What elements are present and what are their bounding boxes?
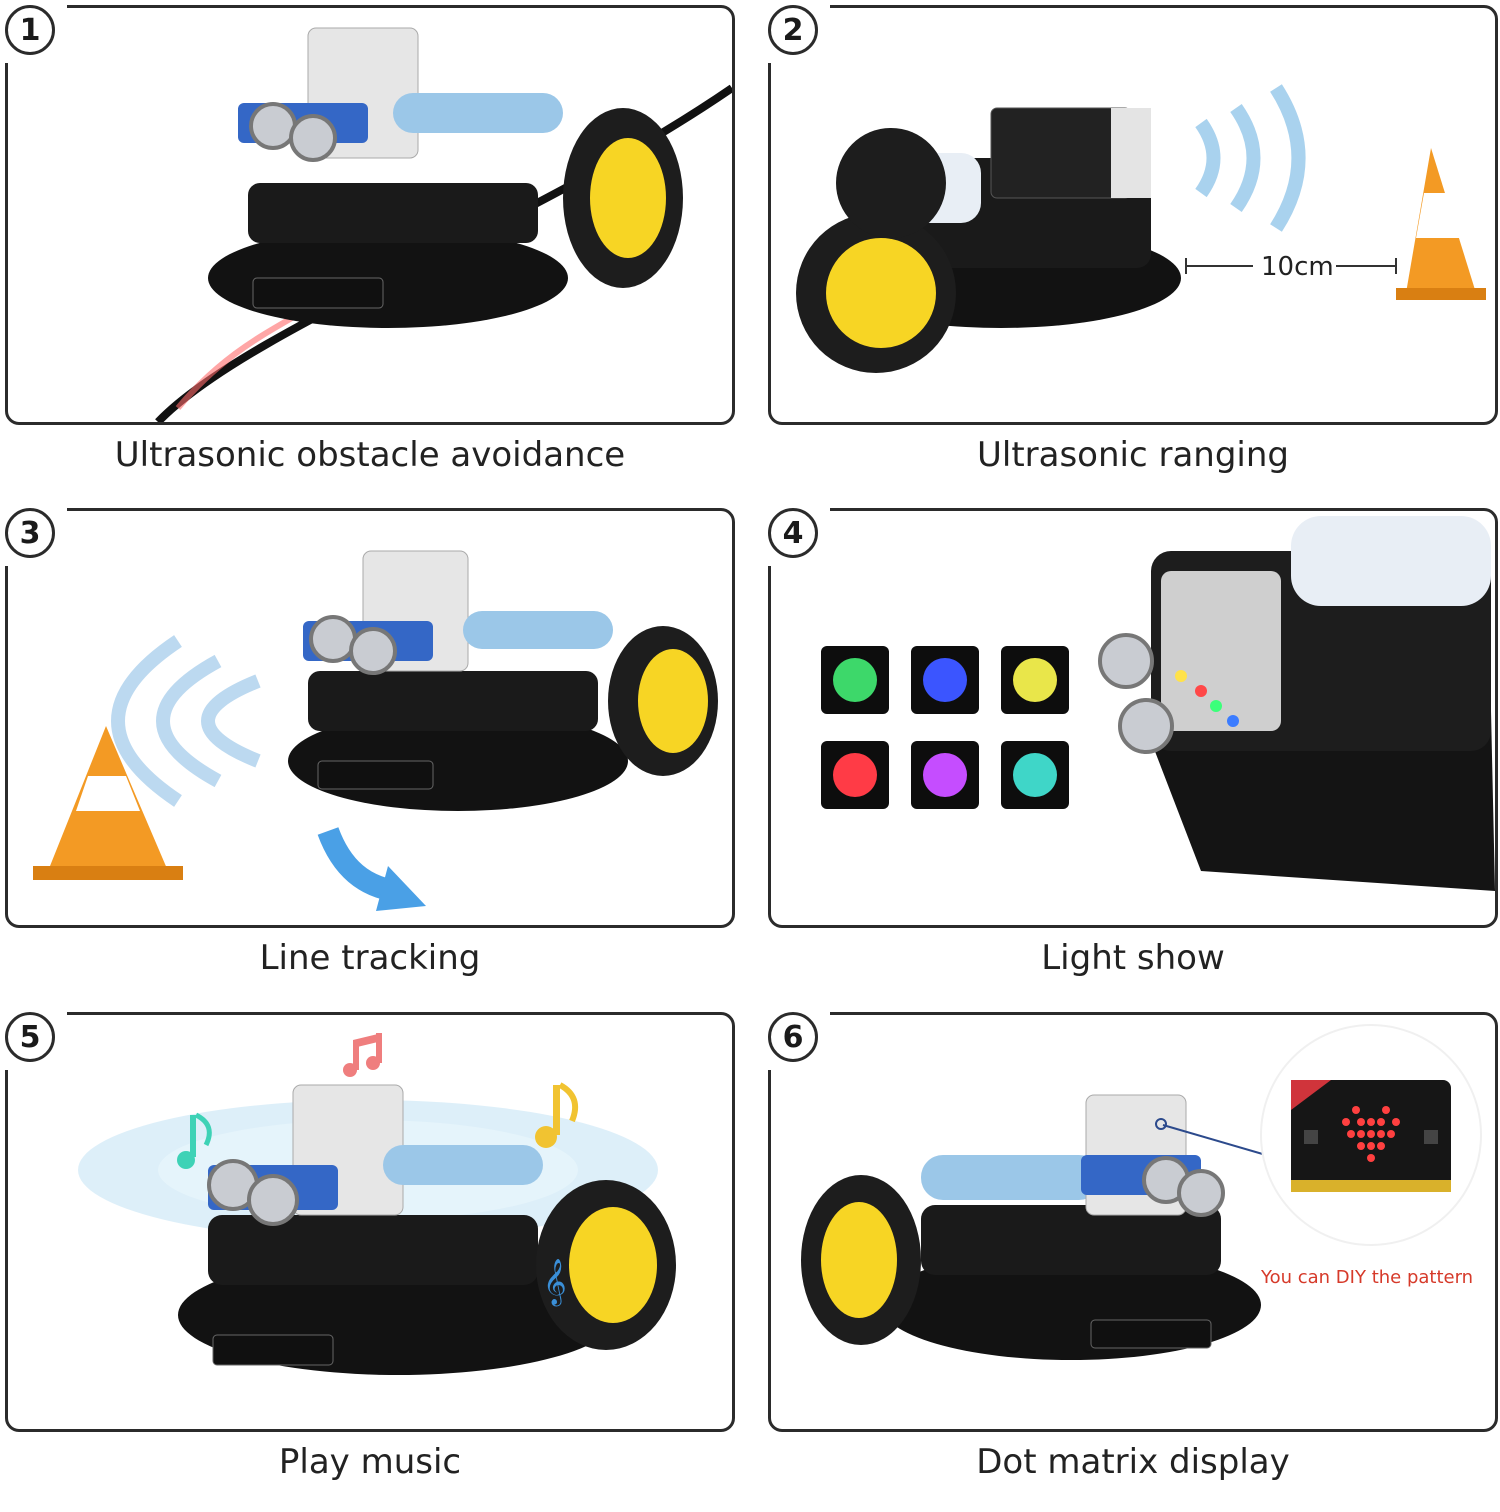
panel-frame [768, 508, 1498, 928]
music-note-teal [177, 1112, 212, 1169]
led-purple [923, 753, 967, 797]
dot-matrix-heart [1342, 1106, 1400, 1162]
panel-3: 3 Line tracking [1, 504, 735, 1008]
panel-1: 1 Ultrasonic obstacle avoidance [1, 1, 735, 505]
music-note-red [343, 1033, 382, 1077]
robot-car-music-notes-icon: 𝄞 [78, 1033, 676, 1375]
panel-caption: Dot matrix display [976, 1442, 1290, 1482]
panel-number: 1 [5, 5, 55, 55]
panel-number: 2 [768, 5, 818, 55]
panel-number: 6 [768, 1012, 818, 1062]
panel-6: You can DIY the pattern 6 Dot matrix dis… [764, 1008, 1498, 1512]
led-cyan [1013, 753, 1057, 797]
robot-car-on-line-icon [155, 27, 732, 422]
robot-car-rgb-lights-icon [821, 516, 1495, 891]
led-green [833, 658, 877, 702]
svg-text:𝄞: 𝄞 [543, 1259, 567, 1307]
panel-number: 3 [5, 508, 55, 558]
led-blue [923, 658, 967, 702]
music-note-yellow [535, 1082, 578, 1148]
panel-number: 5 [5, 1012, 55, 1062]
badge: 2 [764, 1, 830, 63]
robot-car-dot-matrix-icon [801, 1024, 1482, 1360]
panel-5: 𝄞 5 Play music [1, 1008, 735, 1512]
robot-car-ranging-icon [796, 84, 1486, 373]
led-red [833, 753, 877, 797]
panel-caption: Line tracking [259, 938, 481, 978]
led-yellow [1013, 658, 1057, 702]
panel-frame: 10cm [768, 5, 1498, 425]
panel-caption: Ultrasonic obstacle avoidance [114, 435, 626, 475]
diy-note: You can DIY the pattern [1261, 1267, 1474, 1288]
panel-caption: Play music [278, 1442, 462, 1482]
panel-caption: Light show [1041, 938, 1225, 978]
badge: 4 [764, 504, 830, 566]
panel-number: 4 [768, 508, 818, 558]
robot-car-avoiding-cone-icon [33, 550, 718, 911]
panel-frame [5, 5, 735, 425]
badge: 6 [764, 1008, 830, 1070]
panel-caption: Ultrasonic ranging [976, 435, 1289, 475]
panel-frame [5, 508, 735, 928]
panel-2: 10cm 2 Ultrasonic ranging [764, 1, 1498, 505]
panel-frame: 𝄞 [5, 1012, 735, 1432]
panel-frame: You can DIY the pattern [768, 1012, 1498, 1432]
badge: 3 [1, 504, 67, 566]
panel-4: 4 Light show [764, 504, 1498, 1008]
badge: 1 [1, 1, 67, 63]
distance-label: 10cm [1261, 252, 1334, 282]
